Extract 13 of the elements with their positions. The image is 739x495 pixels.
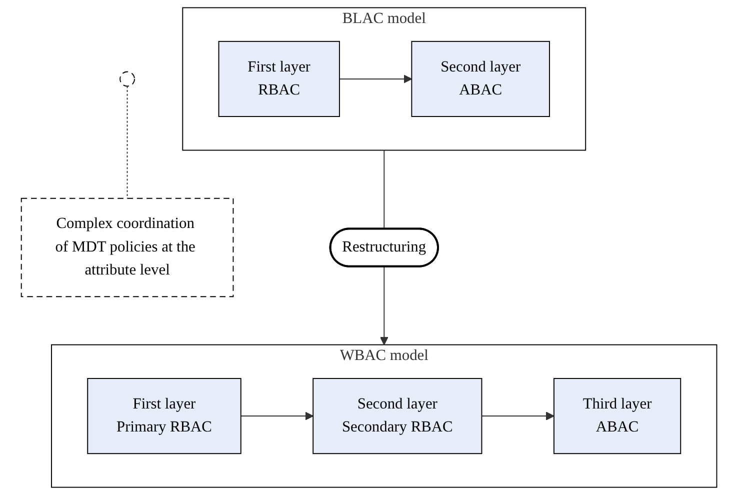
node-box: First layer Primary RBAC [88,378,242,454]
node-box: Second layer Secondary RBAC [313,378,483,454]
node-box: First layer RBAC [218,40,340,117]
arrow [240,412,314,420]
node-circle [120,71,136,87]
node-box: Second layer ABAC [412,40,550,117]
connector [384,150,386,230]
arrow [339,74,413,84]
node-box: Third layer ABAC [554,378,682,454]
connector [127,86,128,199]
arrow [482,412,555,420]
node-box: Complex coordination of MDT policies at the attribute level [21,198,234,298]
arrow [380,266,389,346]
